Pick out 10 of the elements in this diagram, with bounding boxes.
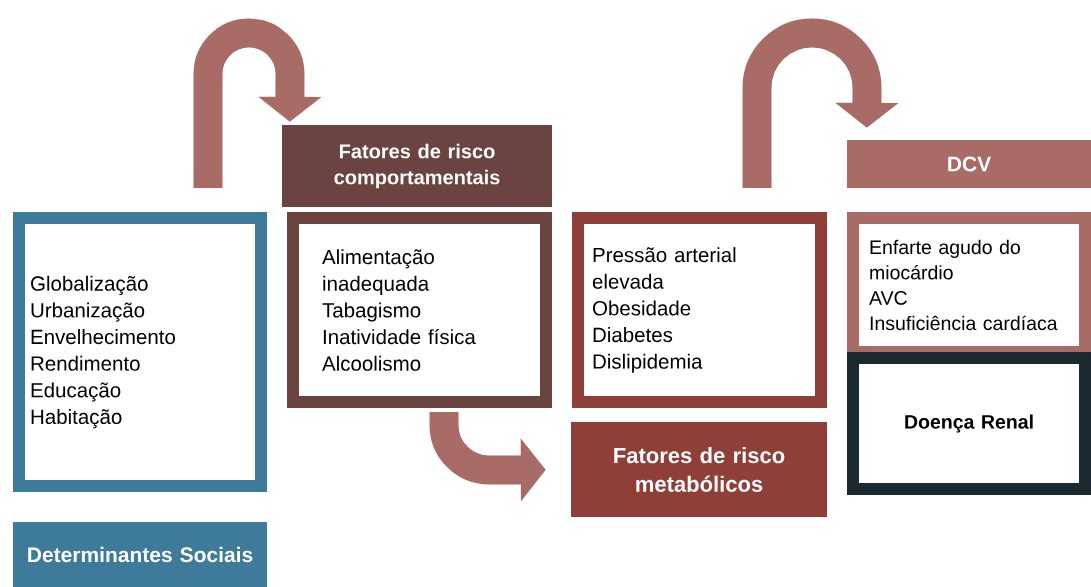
heading-box: Determinantes Sociais: [13, 522, 267, 587]
curved-arrow: [742, 18, 899, 188]
list-box: Globalização Urbanização Envelhecimento Rendimento Educação Habitação: [13, 212, 267, 492]
heading-box: DCV: [847, 140, 1091, 188]
list-box: Pressão arterial elevada Obesidade Diabetes Dislipidemia: [572, 212, 827, 408]
list-box: Alimentação inadequada Tabagismo Inatividade física Alcoolismo: [287, 212, 552, 408]
curved-arrow: [193, 18, 322, 188]
heading-box: Fatores de risco metabólicos: [571, 422, 827, 517]
list-box: Doença Renal: [847, 352, 1091, 495]
heading-box: Fatores de risco comportamentais: [282, 125, 552, 207]
